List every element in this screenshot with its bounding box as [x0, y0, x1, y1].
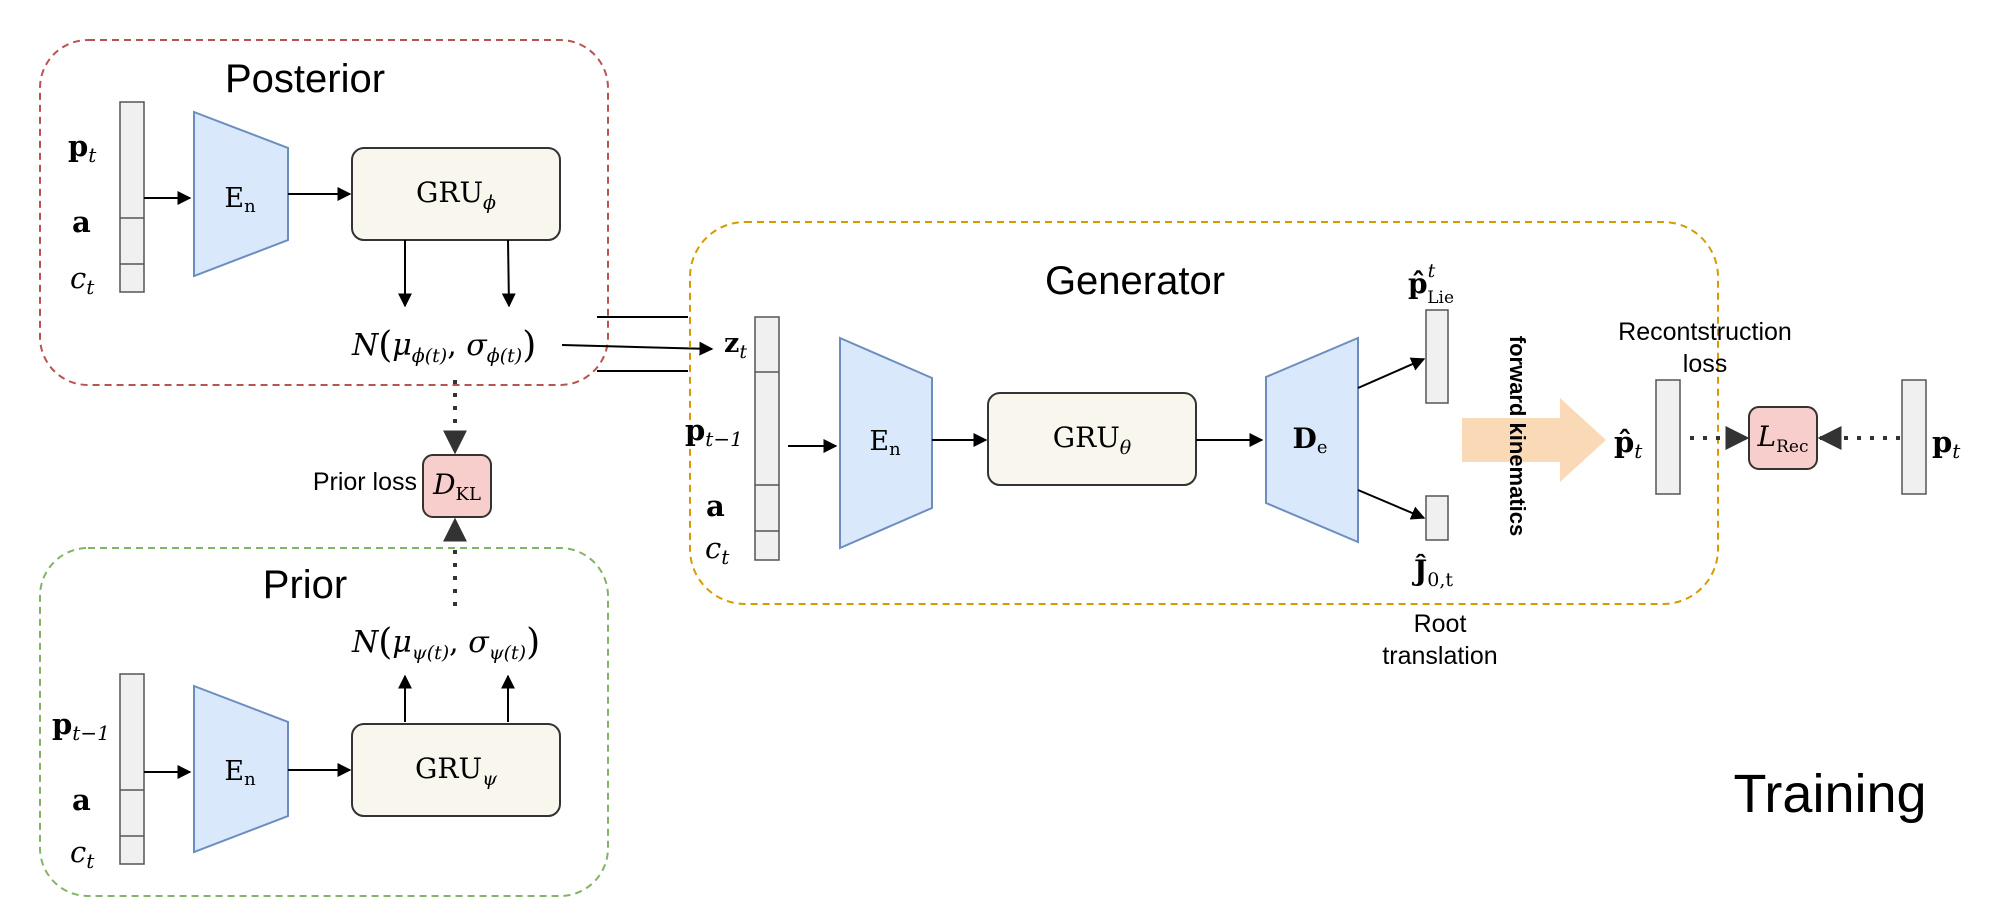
root-translation-label-1: Root	[1414, 610, 1467, 638]
generator-action-label: a	[706, 489, 725, 523]
prior-pose-label: pt−1	[52, 707, 110, 745]
posterior-encoder	[193, 110, 289, 278]
posterior-cond-label: ct	[70, 261, 95, 299]
prior-distribution: N(μψ(t), σψ(t))	[351, 622, 540, 664]
posterior-input-vector	[119, 101, 145, 293]
reconstruction-label-1: Recontstruction	[1618, 318, 1792, 346]
generator-encoder	[839, 336, 933, 550]
lie-output-vector	[1425, 309, 1449, 404]
prior-action-label: a	[72, 783, 91, 817]
generator-title: Generator	[1045, 259, 1225, 303]
decoder-root-arrow	[1357, 489, 1426, 520]
reconstruction-label-2: loss	[1683, 350, 1727, 378]
posterior-gru-label: GRUϕ	[416, 176, 496, 214]
generator-input-vector	[754, 316, 780, 561]
prior-encoder	[193, 684, 289, 854]
root-output-vector	[1425, 495, 1449, 541]
posterior-group	[39, 39, 609, 386]
generator-latent-label: zt	[724, 328, 747, 363]
training-label: Training	[1733, 764, 1926, 824]
reconstruction-loss-box	[1748, 406, 1818, 470]
generator-decoder-label: De	[1293, 422, 1328, 458]
target-pose-vector	[1901, 379, 1927, 495]
prior-loss-label: Prior loss	[313, 468, 417, 496]
posterior-sigma-arrow	[501, 239, 516, 308]
prior-cond-label: ct	[70, 835, 95, 873]
prior-title: Prior	[263, 563, 347, 607]
predicted-pose-vector	[1655, 379, 1681, 495]
generator-gru-label: GRUθ	[1053, 421, 1132, 459]
posterior-gru	[351, 147, 561, 241]
prior-gru-label: GRUψ	[415, 752, 498, 790]
prior-gru	[351, 723, 561, 817]
posterior-encoder-label: En	[224, 183, 256, 217]
generator-group	[689, 221, 1719, 605]
posterior-distribution: N(μϕ(t), σϕ(t))	[351, 325, 536, 367]
posterior-pose-label: pt	[68, 129, 97, 167]
generator-cond-label: ct	[705, 531, 730, 569]
latent-sample-arrow	[561, 341, 714, 356]
decoder-lie-arrow	[1357, 357, 1426, 389]
prior-group	[39, 547, 609, 897]
prior-encoder-label: En	[224, 756, 256, 790]
generator-pose-label: pt−1	[685, 413, 743, 451]
target-pose-label: pt	[1932, 425, 1961, 463]
forward-kinematics-label: forward kinematics	[1505, 336, 1530, 537]
reconstruction-loss-symbol: LRec	[1757, 420, 1809, 457]
predicted-pose-label: p̂t	[1614, 425, 1643, 463]
kl-loss-box	[422, 454, 492, 518]
posterior-title: Posterior	[225, 57, 385, 101]
posterior-action-label: a	[72, 205, 91, 239]
prior-input-vector	[119, 673, 145, 865]
generator-encoder-label: En	[869, 426, 901, 460]
kl-loss-symbol: DKL	[432, 468, 481, 505]
root-translation-label-2: translation	[1382, 642, 1497, 670]
root-output-label: Ĵ0,t	[1411, 554, 1453, 591]
forward-kinematics-arrow	[1462, 398, 1606, 482]
generator-decoder	[1265, 336, 1359, 544]
